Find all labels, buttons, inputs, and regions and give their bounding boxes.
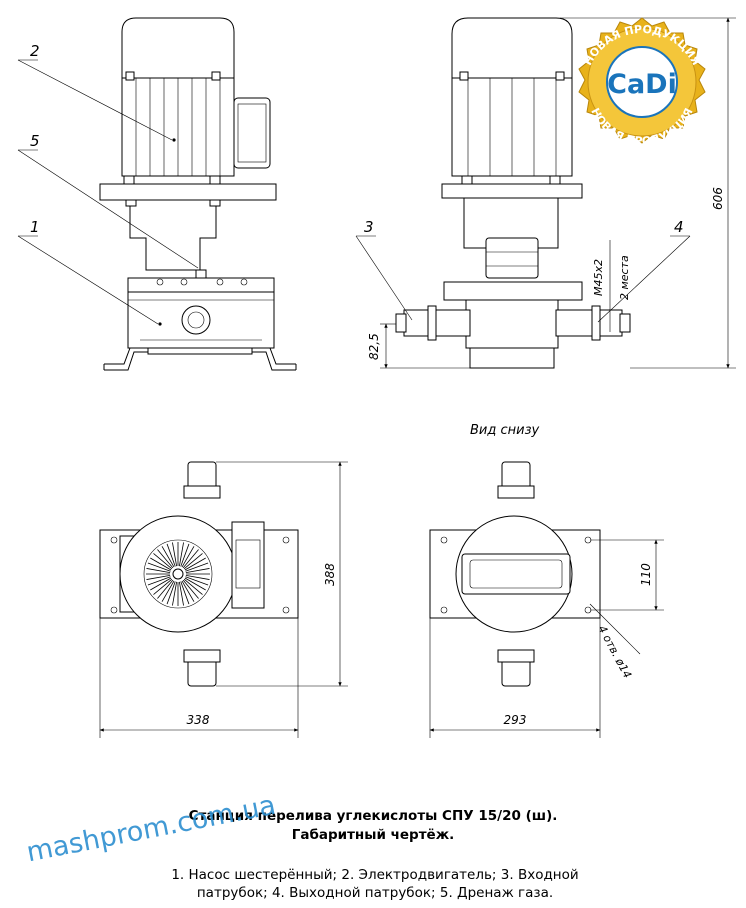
new-product-badge: CaDi НОВАЯ ПРОДУКЦИЯ НОВАЯ ПРОДУКЦИЯ	[578, 17, 706, 148]
badge-brand: CaDi	[607, 69, 677, 100]
view-label: Вид снизу	[470, 423, 539, 438]
caption-legend-line-1: 1. Насос шестерённый; 2. Электродвигател…	[171, 867, 579, 883]
plan-view-left: 338 388	[99, 461, 348, 738]
dim-388: 388	[323, 563, 337, 586]
fan-grille-icon	[146, 542, 210, 606]
places-label: 2 места	[618, 255, 631, 300]
callout-3: 3	[364, 218, 374, 236]
caption-title-line-2: Габаритный чертёж.	[291, 827, 455, 843]
dim-606: 606	[711, 187, 725, 210]
callout-4: 4	[674, 218, 684, 236]
front-view: 2 5 1	[17, 17, 297, 371]
hole-callout: 4 отв. ø14	[595, 623, 634, 680]
callout-1: 1	[30, 218, 40, 236]
dim-82-5: 82,5	[367, 333, 381, 360]
caption-legend-line-2: патрубок; 4. Выходной патрубок; 5. Дрена…	[196, 885, 554, 901]
dim-293: 293	[504, 713, 527, 727]
thread-label: M45x2	[592, 259, 605, 296]
plan-view-right: Вид снизу 293 110 4 отв. ø14	[429, 423, 664, 738]
callout-2: 2	[30, 42, 40, 60]
side-view: 3 4 M45x2 2 места 82,5 606	[355, 17, 736, 369]
dim-338: 338	[187, 713, 210, 727]
dim-110: 110	[639, 563, 653, 586]
caption-title-line-1: Станция перелива углекислоты СПУ 15/20 (…	[188, 808, 558, 824]
callout-5: 5	[30, 132, 40, 150]
